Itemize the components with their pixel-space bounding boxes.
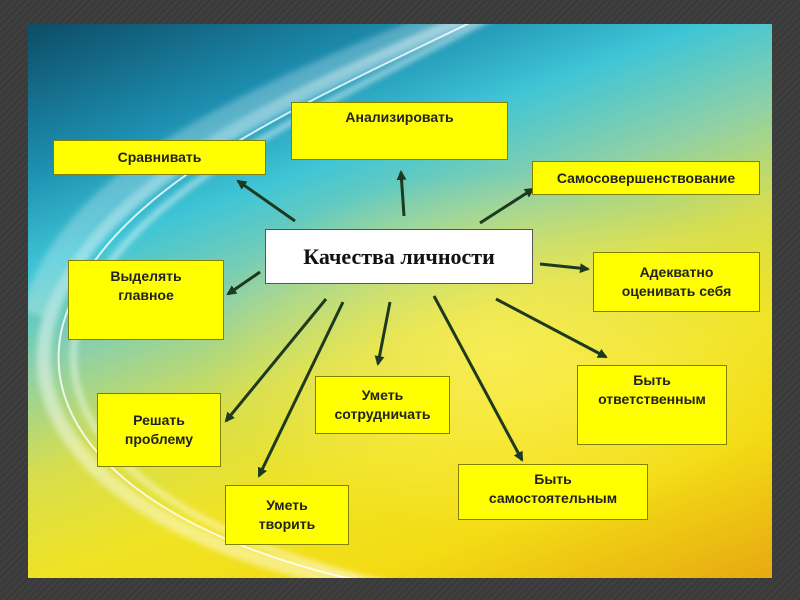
node-independent: Быть самостоятельным	[458, 464, 648, 520]
connector-arrows	[224, 170, 608, 478]
node-cooperate: Уметь сотрудничать	[315, 376, 450, 434]
arrow-to-compare	[236, 179, 296, 223]
arrow-to-create	[257, 301, 345, 478]
arrow-to-cooperate	[374, 301, 392, 366]
slide: Анализировать Сравнивать Самосовершенств…	[28, 24, 772, 578]
node-compare: Сравнивать	[53, 140, 266, 175]
arrow-to-self-improvement	[479, 187, 535, 225]
node-solve-problem: Решать проблему	[97, 393, 221, 467]
arrow-to-independent	[432, 295, 524, 462]
node-create: Уметь творить	[225, 485, 349, 545]
arrow-to-solve-problem	[224, 298, 328, 423]
arrow-to-self-assess	[539, 262, 590, 274]
node-analyze: Анализировать	[291, 102, 508, 160]
node-responsible: Быть ответственным	[577, 365, 727, 445]
node-self-assess: Адекватно оценивать себя	[593, 252, 760, 312]
node-self-improvement: Самосовершенствование	[532, 161, 760, 195]
arrow-to-highlight-main	[226, 270, 261, 296]
central-node: Качества личности	[265, 229, 533, 284]
arrow-to-analyze	[396, 170, 407, 217]
arrow-to-responsible	[495, 297, 608, 359]
node-highlight-main: Выделять главное	[68, 260, 224, 340]
